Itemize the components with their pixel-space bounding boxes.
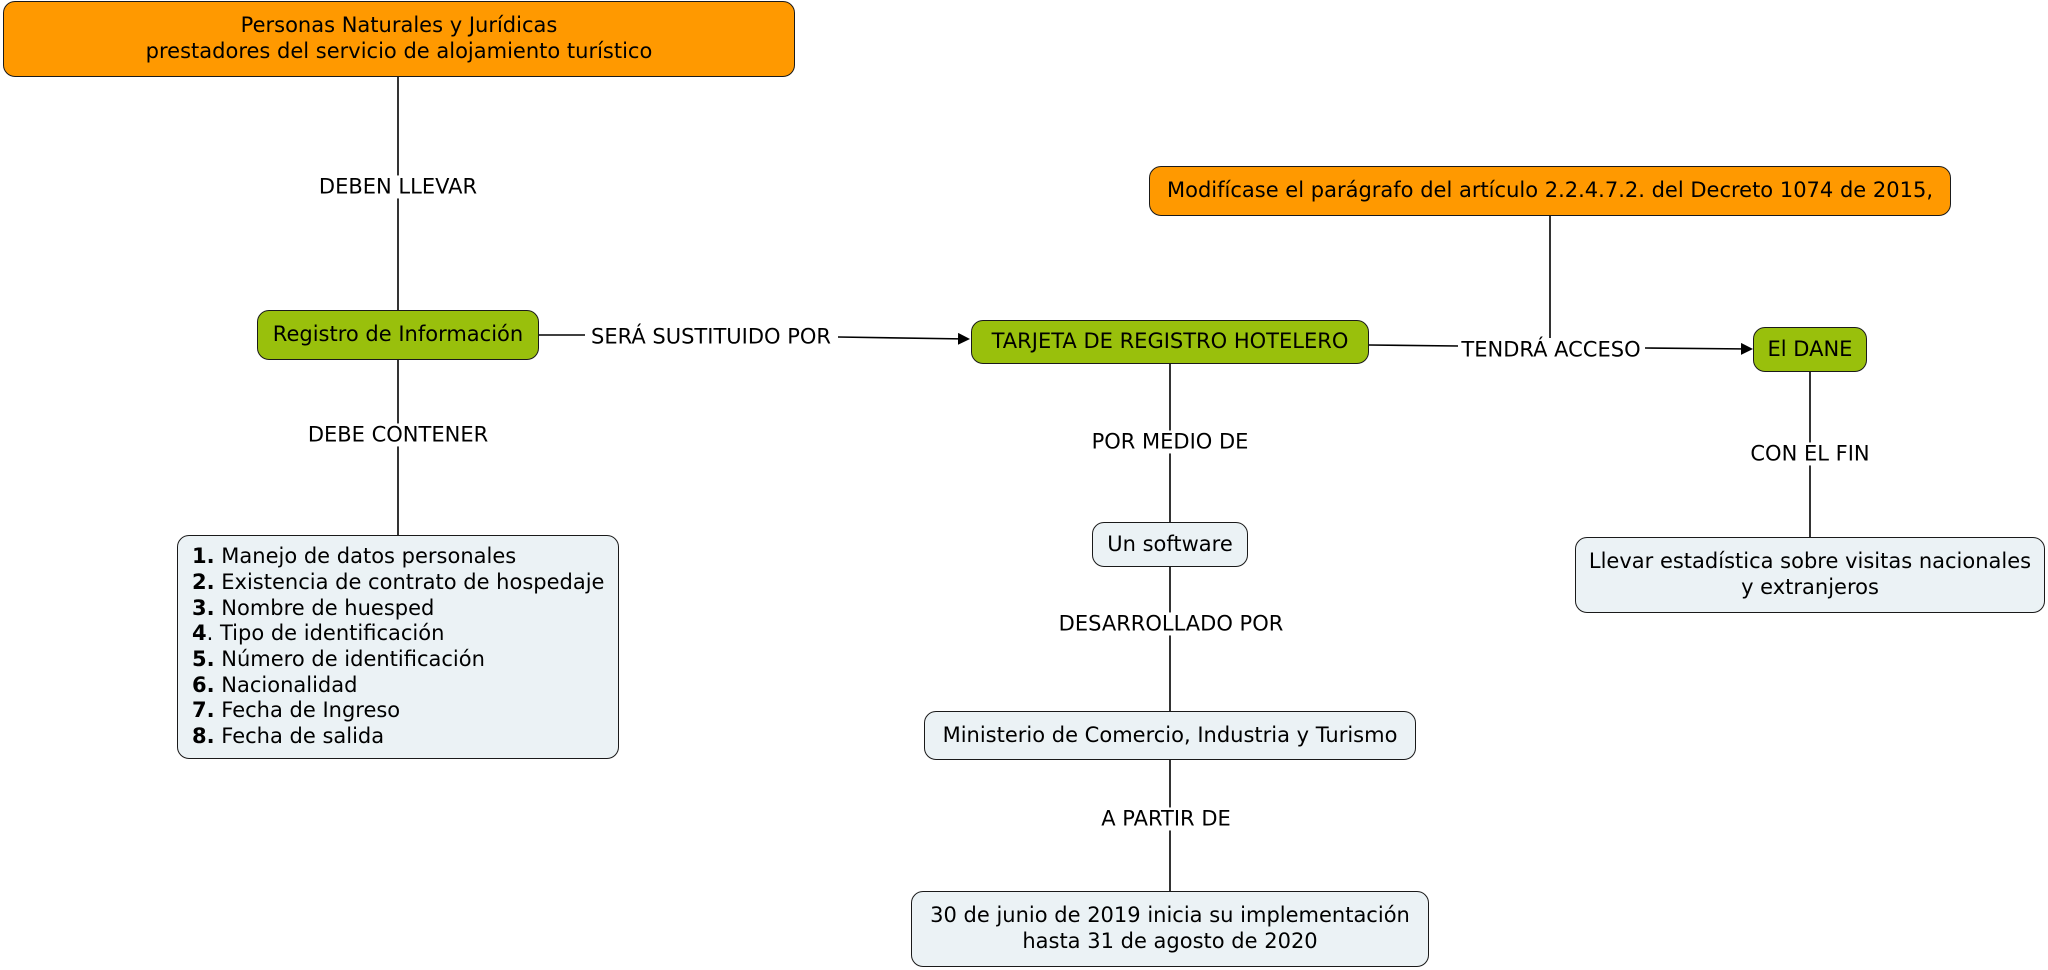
- node-fecha-line1: 30 de junio de 2019 inicia su implementa…: [930, 903, 1410, 928]
- list-item-number: 6.: [192, 672, 215, 697]
- label-con-el-fin: CON EL FIN: [1749, 441, 1871, 466]
- link-tendra-acceso-b: [1644, 342, 1753, 355]
- node-personas-line2: prestadores del servicio de alojamiento …: [145, 39, 653, 63]
- node-fecha: 30 de junio de 2019 inicia su implementa…: [911, 891, 1429, 967]
- node-ministerio: Ministerio de Comercio, Industria y Turi…: [924, 711, 1416, 760]
- node-tarjeta: TARJETA DE REGISTRO HOTELERO: [971, 320, 1369, 364]
- list-item: 2. Existencia de contrato de hospedaje: [192, 570, 604, 596]
- list-item: 7. Fecha de Ingreso: [192, 698, 400, 724]
- list-item: 3. Nombre de huesped: [192, 596, 434, 622]
- node-software: Un software: [1092, 522, 1248, 567]
- node-registro-text: Registro de Información: [272, 322, 524, 347]
- node-estadistica-line1: Llevar estadística sobre visitas naciona…: [1588, 549, 2032, 574]
- list-item-text: Nacionalidad: [214, 672, 358, 697]
- node-registro: Registro de Información: [257, 310, 539, 360]
- list-item: 6. Nacionalidad: [192, 673, 357, 699]
- list-item-number: 4: [192, 621, 207, 646]
- list-item-number: 1.: [192, 544, 215, 569]
- label-sera-sustituido: SERÁ SUSTITUIDO POR: [590, 324, 832, 349]
- label-por-medio-de: POR MEDIO DE: [1090, 429, 1250, 454]
- link-tendra-acceso-a: [1368, 344, 1459, 347]
- list-item-text: Fecha de salida: [214, 724, 385, 749]
- node-ministerio-text: Ministerio de Comercio, Industria y Turi…: [942, 722, 1398, 747]
- list-item-number: 8.: [192, 724, 215, 749]
- list-item: 4. Tipo de identificación: [192, 621, 444, 647]
- node-personas-line1: Personas Naturales y Jurídicas: [240, 13, 558, 38]
- node-decreto-text: Modifícase el parágrafo del artículo 2.2…: [1167, 178, 1933, 203]
- node-estadistica: Llevar estadística sobre visitas naciona…: [1575, 537, 2045, 613]
- link-sera-sustituido-arrow: [837, 332, 970, 345]
- node-contenido: 1. Manejo de datos personales 2. Existen…: [177, 535, 619, 759]
- list-item-text: Número de identificación: [214, 647, 485, 671]
- list-item-text: . Tipo de identificación: [206, 621, 445, 646]
- node-fecha-line2: hasta 31 de agosto de 2020: [1022, 929, 1318, 953]
- list-item-text: Manejo de datos personales: [214, 544, 517, 569]
- node-dane-text: El DANE: [1767, 336, 1853, 361]
- node-decreto: Modifícase el parágrafo del artículo 2.2…: [1149, 166, 1951, 216]
- label-tendra-acceso: TENDRÁ ACCESO: [1460, 337, 1642, 362]
- list-item: 8. Fecha de salida: [192, 724, 384, 750]
- label-deben-llevar: DEBEN LLEVAR: [317, 174, 479, 199]
- list-item-text: Nombre de huesped: [214, 595, 435, 620]
- label-debe-contener: DEBE CONTENER: [306, 422, 490, 447]
- node-software-text: Un software: [1107, 531, 1233, 556]
- list-item-number: 3.: [192, 595, 215, 620]
- list-item-number: 2.: [192, 569, 215, 594]
- list-item: 1. Manejo de datos personales: [192, 544, 516, 570]
- list-item-text: Existencia de contrato de hospedaje: [214, 569, 605, 594]
- list-item-number: 5.: [192, 647, 215, 671]
- node-estadistica-line2: y extranjeros: [1741, 575, 1879, 599]
- node-dane: El DANE: [1753, 327, 1867, 372]
- node-personas: Personas Naturales y Jurídicas prestador…: [3, 1, 795, 77]
- node-tarjeta-text: TARJETA DE REGISTRO HOTELERO: [991, 329, 1349, 354]
- list-item-text: Fecha de Ingreso: [214, 698, 401, 723]
- list-item: 5. Número de identificación: [192, 647, 485, 673]
- label-a-partir-de: A PARTIR DE: [1100, 806, 1232, 831]
- label-desarrollado-por: DESARROLLADO POR: [1057, 611, 1285, 636]
- list-item-number: 7.: [192, 698, 215, 723]
